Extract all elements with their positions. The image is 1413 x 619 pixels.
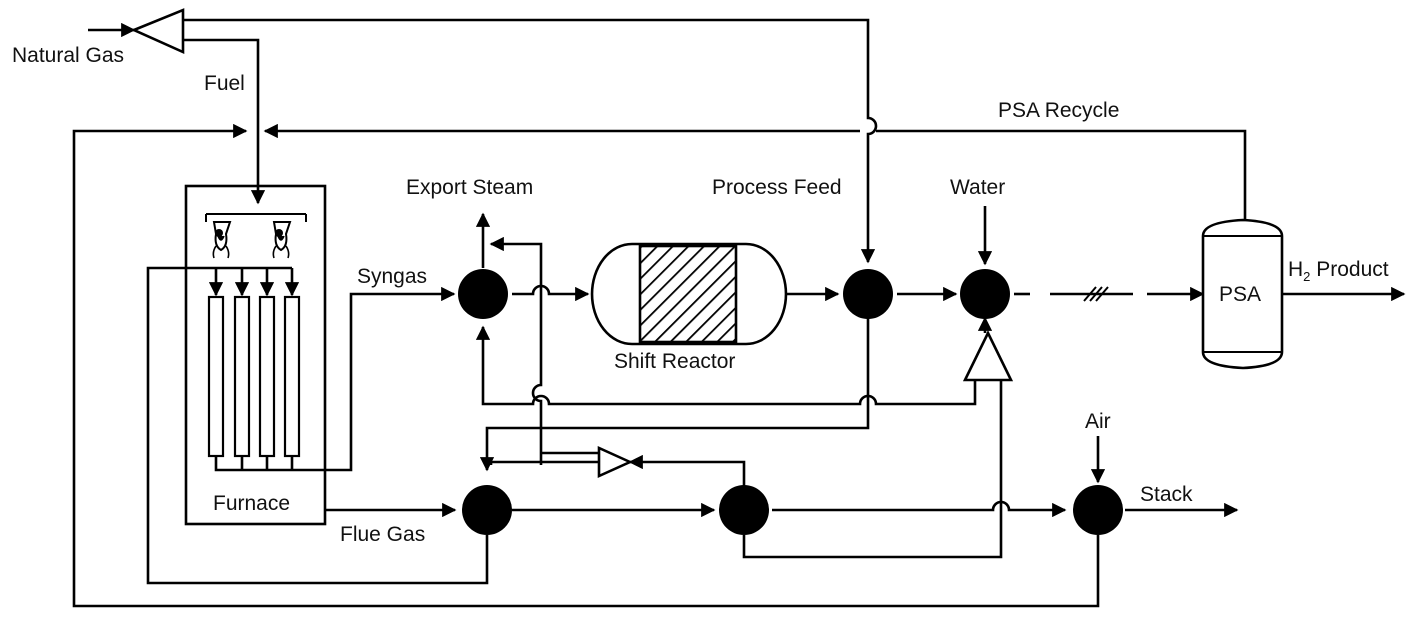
flue-gas-exchanger	[462, 485, 512, 535]
psa-unit	[1201, 218, 1284, 370]
water-exchanger	[960, 269, 1010, 319]
bfw-line-1	[475, 325, 977, 406]
furnace	[184, 184, 327, 526]
furnace-label: Furnace	[213, 492, 290, 515]
reformer-tubes	[207, 295, 301, 458]
air-label: Air	[1085, 410, 1111, 433]
burner-icon	[212, 221, 232, 259]
reformer-feed-line	[146, 266, 489, 585]
shift-reactor-label: Shift Reactor	[614, 350, 735, 373]
process-feed-line	[183, 18, 878, 264]
syngas-label: Syngas	[357, 265, 427, 288]
fuel-label: Fuel	[204, 72, 245, 95]
psa-recycle-line	[876, 129, 1247, 222]
stack-label: Stack	[1140, 483, 1193, 506]
steam-return-line	[489, 236, 543, 465]
to-shift-reactor-line	[512, 284, 590, 302]
air-preheater-exchanger	[1073, 485, 1123, 535]
syngas-line	[214, 286, 456, 472]
syngas-cooler-exchanger	[458, 269, 508, 319]
export-steam-label: Export Steam	[406, 176, 533, 199]
stream-lines	[72, 18, 1406, 608]
flue-gas-label: Flue Gas	[340, 523, 425, 546]
recycle-pump	[597, 445, 634, 479]
water-label: Water	[950, 176, 1005, 199]
water-pump	[962, 330, 1014, 382]
h2-product-label: H2 Product	[1288, 258, 1389, 284]
feed-exch-return-line	[479, 318, 870, 472]
economizer-outlet-line	[742, 380, 1003, 559]
process-feed-label: Process Feed	[712, 176, 842, 199]
feed-exchanger	[843, 269, 893, 319]
natural-gas-compressor	[130, 8, 185, 55]
economizer-exchanger	[719, 485, 769, 535]
natural-gas-label: Natural Gas	[12, 44, 124, 67]
recycle-pump-line	[628, 454, 746, 488]
psa-label: PSA	[1219, 283, 1261, 306]
shift-reactor	[590, 242, 788, 346]
psa-recycle-label: PSA Recycle	[998, 99, 1119, 122]
air-preheat-loop-line	[72, 123, 1100, 608]
burner-icon	[272, 221, 292, 259]
fuel-line	[163, 38, 266, 205]
